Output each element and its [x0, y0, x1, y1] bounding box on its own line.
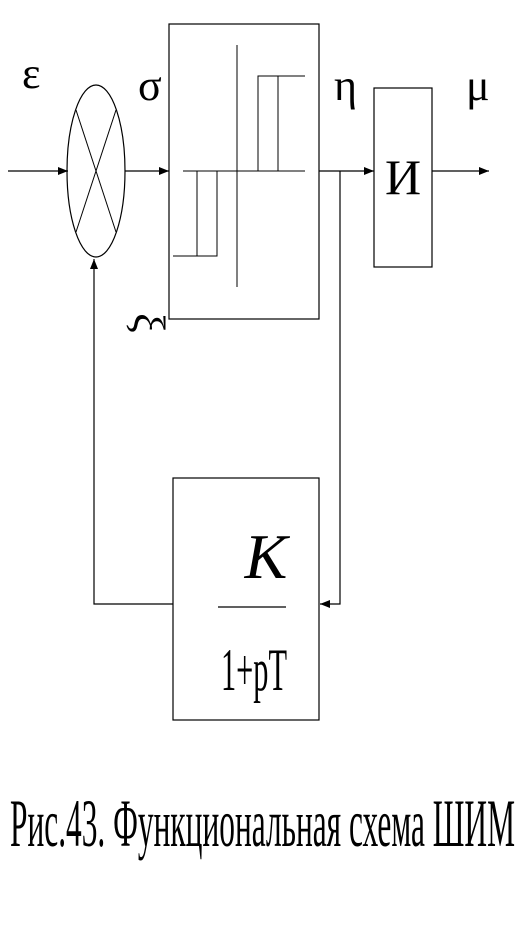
- figure-caption: Рис.43. Функциональная схема ШИМ: [10, 785, 515, 861]
- integrator-block: И: [373, 87, 433, 268]
- signal-label-relay-output: η: [334, 61, 357, 110]
- signal-label-feedback: ξ: [124, 313, 173, 333]
- relay-block: [168, 23, 320, 320]
- feedback-branch-line: [320, 171, 341, 608]
- feedback-filter-block: K 1+pT: [172, 477, 320, 721]
- signal-label-sum-output: σ: [138, 61, 162, 110]
- summing-junction: [66, 84, 126, 258]
- feedback-denominator: 1+pT: [221, 637, 287, 703]
- feedback-return-line: [90, 259, 173, 605]
- feedback-numerator: K: [244, 521, 291, 592]
- signal-label-output: μ: [466, 61, 490, 110]
- signal-label-input: ε: [22, 49, 40, 98]
- integrator-label: И: [385, 149, 421, 205]
